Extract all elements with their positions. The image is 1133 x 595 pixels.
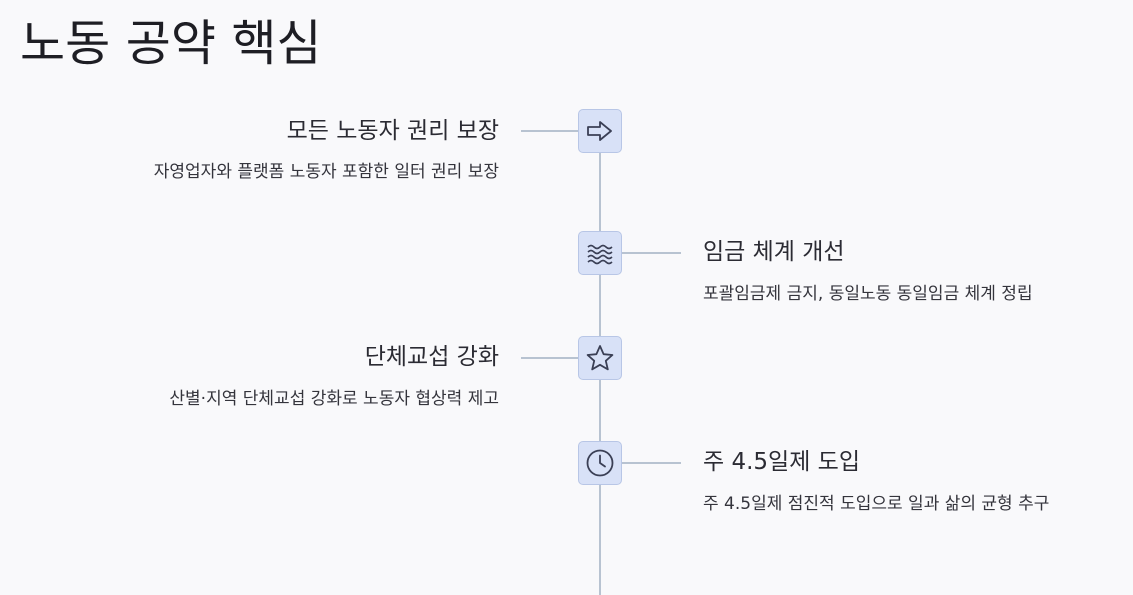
page-title: 노동 공약 핵심	[20, 15, 322, 72]
connector-line	[622, 462, 681, 464]
item-heading: 단체교섭 강화	[364, 344, 499, 370]
star-icon	[586, 345, 614, 371]
item-heading: 임금 체계 개선	[703, 239, 845, 265]
waves-icon	[587, 244, 613, 265]
connector-line	[521, 130, 578, 132]
item-description: 주 4.5일제 점진적 도입으로 일과 삶의 균형 추구	[703, 494, 1050, 514]
arrow-right-icon	[587, 121, 612, 141]
timeline-node	[578, 231, 622, 275]
connector-line	[521, 357, 578, 359]
timeline-node	[578, 109, 622, 153]
item-description: 포괄임금제 금지, 동일노동 동일임금 체계 정립	[703, 284, 1033, 304]
connector-line	[622, 252, 681, 254]
item-heading: 주 4.5일제 도입	[703, 449, 860, 475]
timeline-node	[578, 336, 622, 380]
timeline-node	[578, 441, 622, 485]
item-description: 산별·지역 단체교섭 강화로 노동자 협상력 제고	[169, 389, 499, 409]
item-heading: 모든 노동자 권리 보장	[286, 118, 499, 144]
clock-icon	[586, 449, 614, 477]
item-description: 자영업자와 플랫폼 노동자 포함한 일터 권리 보장	[153, 162, 499, 182]
